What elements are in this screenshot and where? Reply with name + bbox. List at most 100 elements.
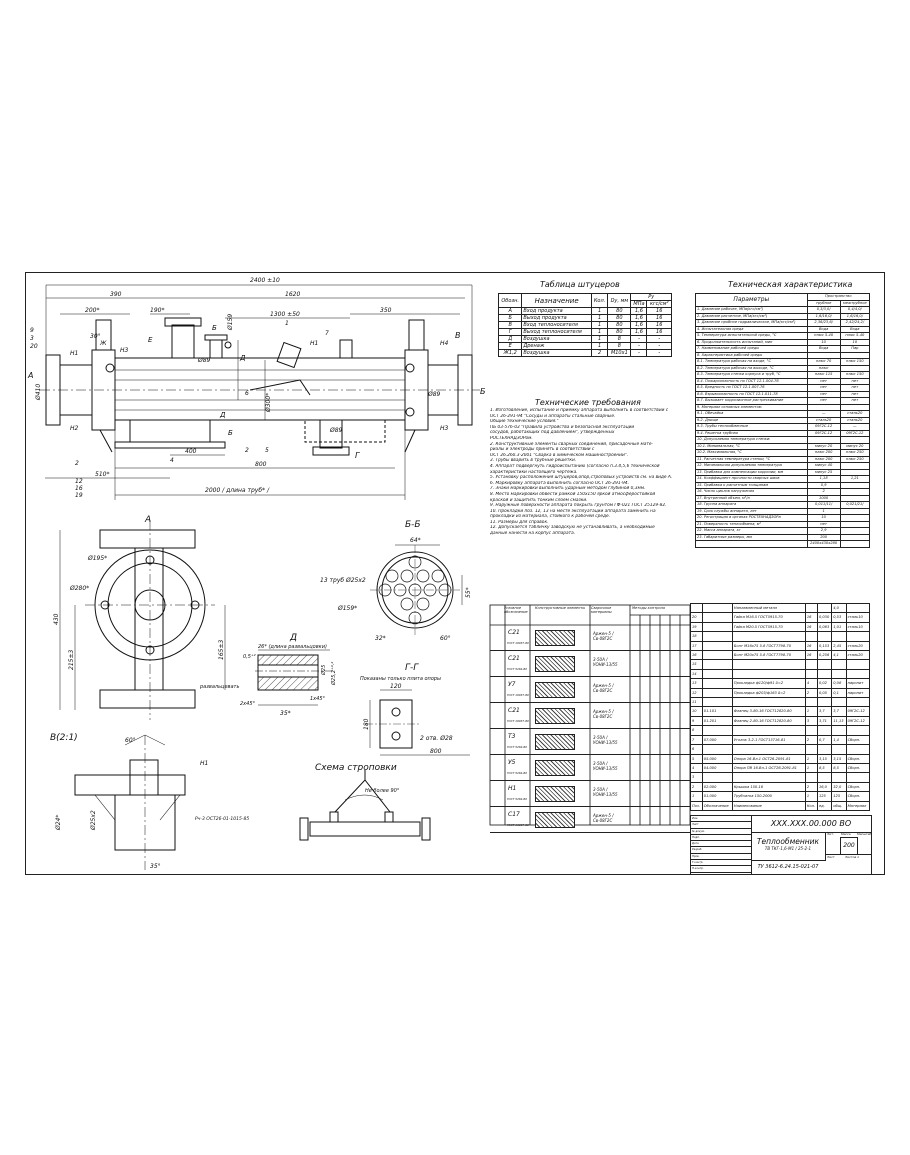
nozzle-purpose: Воздушка xyxy=(521,349,592,357)
spec-name: Болт М20х75 5.8 ГОСТ7798-70 xyxy=(731,650,806,661)
spec-qty: 16 xyxy=(804,621,818,633)
spec-row: 11 xyxy=(690,697,871,708)
drawing-subname: ТВ ТКГ-1,6-М1 / 25-2-1 xyxy=(764,846,812,851)
spec-mat: паронит xyxy=(845,687,871,699)
param-shell xyxy=(839,520,871,528)
weld-material: 3-50А / УОНИ-13/55 xyxy=(593,787,618,797)
spec-m1: 125 xyxy=(816,791,833,802)
spec-m2: 0,08 xyxy=(831,678,847,689)
spec-qty xyxy=(804,725,818,736)
spec-des xyxy=(701,659,733,670)
spec-m1: 0,02 xyxy=(816,678,833,689)
requirement-line: 12. Допускается табличку заводскую не ус… xyxy=(490,525,655,531)
position-3: 3 xyxy=(30,335,34,342)
requirement-line: краской и защитить тонким слоем смазки. xyxy=(490,497,588,503)
header-params: Параметры xyxy=(695,293,808,307)
dim-phi410: Ø410 xyxy=(35,384,42,401)
spec-footer-des: Обозначение xyxy=(701,800,733,811)
nozzle-mpa: 1,6 xyxy=(630,321,648,329)
spec-pos: 14 xyxy=(690,668,703,680)
requirement-line: данные нанести на корпус аппарата. xyxy=(490,531,576,537)
position-20: 20 xyxy=(30,343,38,350)
spec-pos: 13 xyxy=(690,678,703,689)
spec-m2 xyxy=(831,668,847,680)
spec-mat: 09Г2С-12 xyxy=(845,715,871,727)
weld-std: ГОСТ 16037-80 xyxy=(507,823,529,827)
weld-code: У7 xyxy=(508,681,516,688)
nozzle-purpose: Воздушка xyxy=(521,335,592,343)
view-gg-120: 120 xyxy=(390,683,402,690)
spec-mat: Сборн. xyxy=(845,762,871,774)
spec-m2: 125 xyxy=(831,791,847,802)
requirement-line: риалы и электроды принять в соответствии… xyxy=(490,447,595,453)
dim-400: 400 xyxy=(185,448,197,455)
spec-mat xyxy=(845,659,871,670)
view-gg-holes: 2 отв. Ø28 xyxy=(420,735,453,742)
signature-cell: Подп. xyxy=(691,835,751,842)
view-v-phi24: Ø24* xyxy=(55,815,62,831)
nozzle-mpa: - xyxy=(630,349,648,357)
nozzle-dn: 80 xyxy=(607,328,632,336)
spec-m1 xyxy=(816,697,833,708)
nozzle-qty: 1 xyxy=(590,321,609,329)
signature-cell: № докум. xyxy=(691,829,751,835)
spec-des: 05.000 xyxy=(701,753,733,764)
weld-code: С21 xyxy=(508,629,520,636)
letter-b: Б xyxy=(480,387,486,396)
view-a xyxy=(59,520,226,720)
spec-row: 14 xyxy=(690,668,871,680)
spec-des xyxy=(701,772,733,783)
requirement-line: Общие технические условия." xyxy=(490,419,559,425)
nozzle-kgf: 16 xyxy=(646,314,672,322)
weld-std: ГОСТ 5264-80 xyxy=(507,745,527,749)
nozzle-kgf: 16 xyxy=(646,328,672,336)
characteristics-title: Техническая характеристика xyxy=(728,280,853,289)
view-d-35: 35* xyxy=(280,710,291,717)
signature-cell: Разраб. xyxy=(691,847,751,854)
weld-sketch xyxy=(535,656,575,672)
letter-d2: Д xyxy=(219,411,226,419)
nozzle-kgf: 16 xyxy=(646,307,672,315)
spec-name xyxy=(731,631,806,642)
position-1: 1 xyxy=(285,320,289,327)
dim-1300: 1300 ±50 xyxy=(270,311,300,318)
nozzle-n1b: Н1 xyxy=(310,340,318,347)
dim-800: 800 xyxy=(255,461,267,468)
nozzle-mark: В xyxy=(497,321,523,329)
spec-footer-name: Наименование xyxy=(731,800,806,811)
header-mark: Обозн. xyxy=(497,293,523,308)
position-6: 6 xyxy=(245,390,249,397)
spec-name xyxy=(731,772,806,783)
spec-pos: 11 xyxy=(690,697,703,708)
spec-m1 xyxy=(816,744,833,755)
view-v xyxy=(74,734,186,870)
view-a-phi195: Ø195* xyxy=(87,555,107,562)
spec-name: Гайка М16.5 ГОСТ5915-70 xyxy=(731,612,806,623)
nozzle-qty: 2 xyxy=(590,349,609,357)
view-v-60: 60° xyxy=(125,737,136,744)
spec-mat: Сборн. xyxy=(845,734,871,746)
spec-pos: 7 xyxy=(690,734,703,746)
spec-row: 3 xyxy=(690,772,871,783)
spec-pos: 20 xyxy=(690,612,703,623)
spec-footer-qty: Кол. xyxy=(804,800,818,811)
sling-angle: Не более 90° xyxy=(365,788,400,794)
param-tube: 2400х430х280 xyxy=(806,540,841,548)
spec-top-name: Наплавленный металл xyxy=(731,602,806,614)
view-v-35: 35° xyxy=(150,863,161,870)
spec-pos: 3 xyxy=(690,772,703,783)
spec-pos: 4 xyxy=(690,762,703,774)
spec-m1: 0,7 xyxy=(816,734,833,746)
requirement-line: 4. Аппарат подвергнуть гидроиспытанию (с… xyxy=(490,463,660,469)
spec-row: 6 xyxy=(690,744,871,755)
requirement-line: 6. Маркировку аппарата выполнить согласн… xyxy=(490,480,629,486)
position-2: 2 xyxy=(75,460,79,467)
